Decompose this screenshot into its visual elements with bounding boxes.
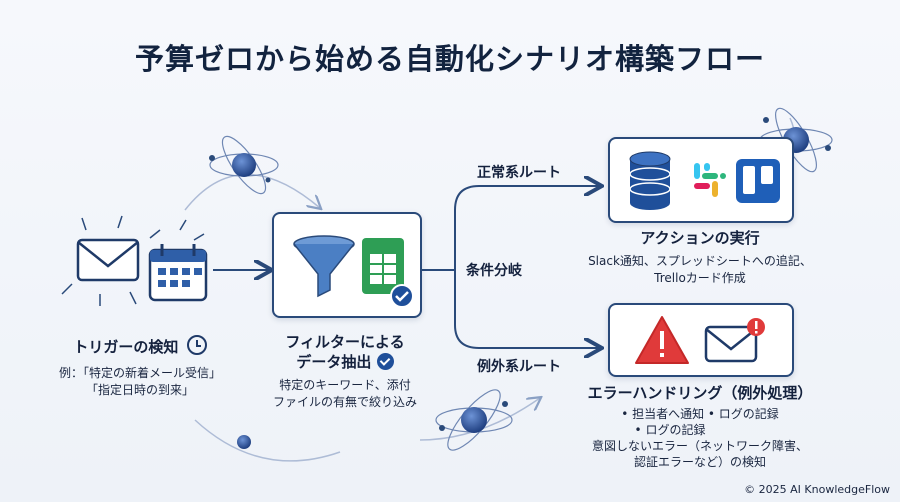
orb-small-bottom bbox=[237, 435, 251, 449]
trigger-title: トリガーの検知 bbox=[73, 338, 179, 356]
branch-label: 条件分岐 bbox=[466, 263, 522, 279]
error-card bbox=[608, 303, 794, 377]
filter-title-line1: フィルターによる bbox=[285, 333, 405, 351]
slack-icon bbox=[694, 163, 726, 197]
filter-card bbox=[272, 212, 422, 318]
arrow-exception-route bbox=[454, 270, 600, 348]
action-icons bbox=[629, 151, 780, 210]
deco-curve-top bbox=[184, 173, 320, 210]
action-title: アクションの実行 bbox=[640, 229, 760, 247]
error-title: エラーハンドリング（例外処理） bbox=[587, 384, 813, 402]
deco-curve-bottom bbox=[194, 419, 341, 462]
atom-orb-top bbox=[209, 135, 279, 195]
exception-route-label: 例外系ルート bbox=[477, 359, 561, 375]
filter-desc-line2: ファイルの有無で絞り込み bbox=[272, 395, 417, 409]
check-badge-icon bbox=[390, 284, 414, 308]
verified-check-icon bbox=[376, 353, 394, 370]
trello-icon bbox=[736, 159, 780, 203]
clock-icon bbox=[186, 335, 207, 355]
error-bullet-1: • 担当者へ通知 • ログの記録 bbox=[621, 407, 779, 421]
trigger-section: トリガーの検知 例：「特定の新着メール受信」 「指定日時の到来」 bbox=[59, 210, 230, 410]
error-icons bbox=[635, 316, 765, 364]
filter-icons bbox=[293, 235, 414, 308]
mail-icon bbox=[76, 238, 140, 282]
calendar-icon bbox=[148, 244, 208, 302]
burst-lines bbox=[61, 215, 205, 306]
copyright: © 2025 AI KnowledgeFlow bbox=[744, 483, 890, 496]
filter-desc-line1: 特定のキーワード、添付 bbox=[279, 378, 411, 392]
action-desc-line2: Trelloカード作成 bbox=[654, 271, 746, 285]
trigger-example-2: 「指定日時の到来」 bbox=[85, 383, 194, 397]
spreadsheet-icon bbox=[362, 238, 404, 294]
arrow-normal-route bbox=[454, 186, 600, 270]
normal-route-label: 正常系ルート bbox=[477, 165, 561, 181]
page-title: 予算ゼロから始める自動化シナリオ構築フロー bbox=[134, 42, 765, 76]
error-desc-line1: 意図しないエラー（ネットワーク障害、 bbox=[591, 439, 808, 453]
funnel-icon bbox=[293, 235, 355, 298]
error-bullet-2: • ログの記録 bbox=[634, 423, 706, 437]
filter-title-line2: データ抽出 bbox=[296, 353, 372, 371]
action-desc-line1: Slack通知、スプレッドシートへの追記、 bbox=[588, 254, 812, 268]
error-desc-line2: 認証エラーなど）の検知 bbox=[633, 455, 766, 469]
trigger-example-1: 例：「特定の新着メール受信」 bbox=[58, 366, 221, 380]
warning-icon bbox=[635, 316, 689, 364]
trigger-icons bbox=[61, 215, 208, 306]
mail-alert-icon bbox=[704, 318, 765, 363]
action-card bbox=[608, 137, 794, 223]
database-icon bbox=[629, 151, 671, 210]
atom-orb-bottom-right bbox=[435, 389, 513, 451]
